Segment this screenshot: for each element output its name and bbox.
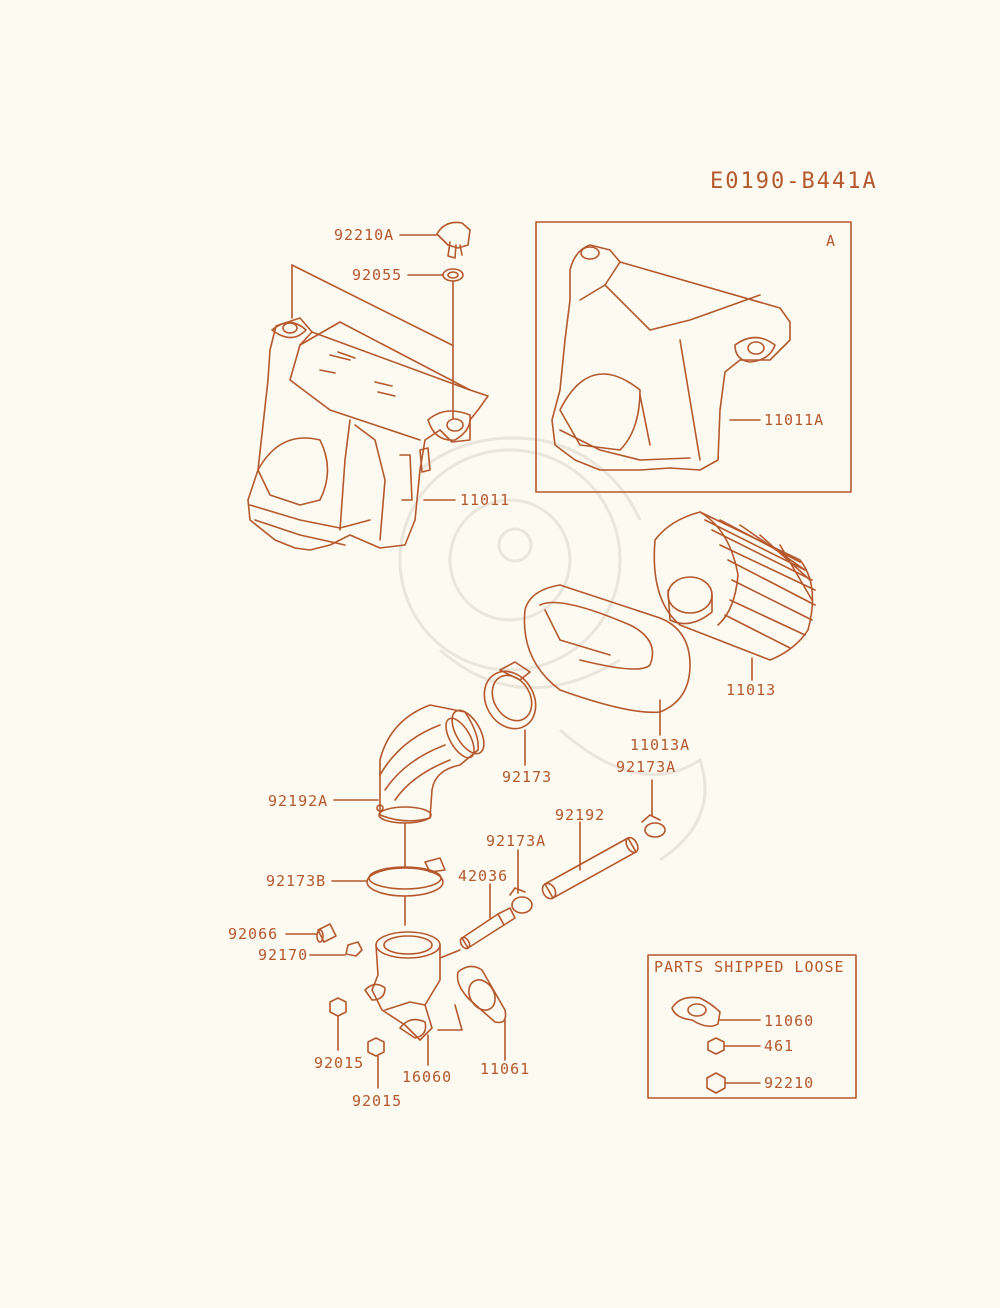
nut-92210 (706, 1072, 726, 1094)
inset-a-frame (535, 221, 852, 493)
diagram-code: E0190-B441A (710, 169, 878, 194)
label-11011A: 11011A (764, 411, 824, 429)
watermark-logo (398, 436, 707, 862)
clamp-92173A-mid (509, 887, 533, 914)
filter-element-11013 (653, 511, 816, 661)
nut-92015-b (367, 1037, 385, 1057)
gasket-11060 (671, 996, 721, 1028)
clamp-92173A-top (641, 814, 666, 838)
label-16060: 16060 (402, 1068, 452, 1086)
pin-92066 (316, 923, 337, 943)
label-92173: 92173 (502, 768, 552, 786)
label-92210A: 92210A (334, 226, 394, 244)
label-92170: 92170 (258, 946, 308, 964)
label-11013: 11013 (726, 681, 776, 699)
clamp-92173 (483, 661, 537, 730)
label-92015-b: 92015 (352, 1092, 402, 1110)
air-cleaner-cover-inset (551, 244, 791, 471)
pipe-42036 (459, 907, 516, 950)
nut-92015-a (329, 997, 347, 1017)
label-42036: 42036 (458, 867, 508, 885)
clamp-92173B (366, 857, 446, 897)
label-92066: 92066 (228, 925, 278, 943)
elbow-hose-92192A (376, 704, 485, 824)
label-92192A: 92192A (268, 792, 328, 810)
label-11011: 11011 (460, 491, 510, 509)
label-92173A-top: 92173A (616, 758, 676, 776)
label-11061: 11061 (480, 1060, 530, 1078)
knob-92210A (436, 221, 471, 259)
label-92210: 92210 (764, 1074, 814, 1092)
label-92055: 92055 (352, 266, 402, 284)
nut-92170 (345, 941, 363, 957)
label-92015-a: 92015 (314, 1054, 364, 1072)
manifold-16060 (364, 931, 461, 1041)
inset-a-tag: A (826, 232, 836, 250)
loose-parts-frame (647, 954, 857, 1099)
loose-parts-title: PARTS SHIPPED LOOSE (654, 958, 845, 976)
oring-92055 (442, 268, 464, 282)
label-11060: 11060 (764, 1012, 814, 1030)
pre-cleaner-11013A (523, 584, 691, 714)
air-cleaner-cover (247, 317, 489, 551)
nut-461 (707, 1037, 725, 1055)
label-92173B: 92173B (266, 872, 326, 890)
hose-92192 (541, 836, 639, 900)
gasket-11061 (456, 965, 507, 1024)
label-11013A: 11013A (630, 736, 690, 754)
label-92173A-mid: 92173A (486, 832, 546, 850)
label-461: 461 (764, 1037, 794, 1055)
label-92192: 92192 (555, 806, 605, 824)
